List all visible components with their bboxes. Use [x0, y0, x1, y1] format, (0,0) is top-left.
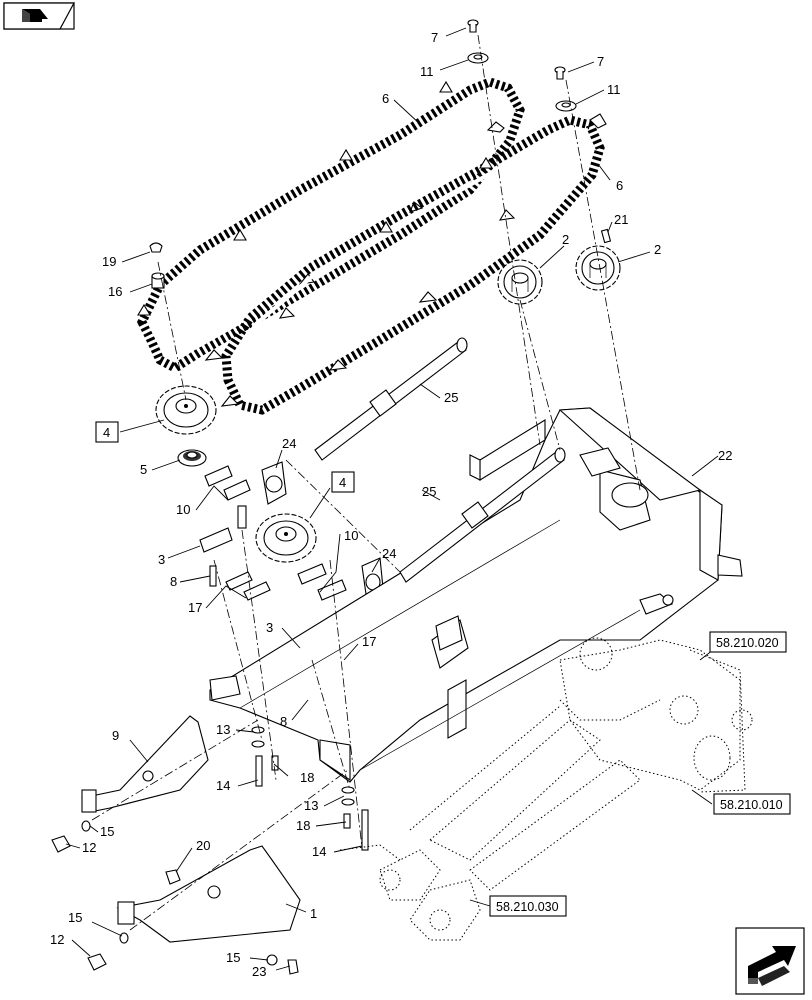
- callout-18: 18: [300, 770, 314, 785]
- callout-22: 22: [718, 448, 732, 463]
- drive-assembly-ghost: [339, 637, 753, 941]
- callout-23: 23: [252, 964, 266, 979]
- callout-8: 8: [170, 574, 177, 589]
- callout-6: 6: [616, 178, 623, 193]
- bracket-24-lower: [435, 615, 463, 651]
- callout-16: 16: [108, 284, 122, 299]
- callout-12: 12: [50, 932, 64, 947]
- callout-12: 12: [82, 840, 96, 855]
- callout-10: 10: [176, 502, 190, 517]
- shaft-25-upper: [314, 337, 468, 461]
- callout-3: 3: [158, 552, 165, 567]
- callout-14: 14: [216, 778, 230, 793]
- callout-11: 11: [607, 82, 621, 97]
- callout-19: 19: [102, 254, 116, 269]
- sprocket-2-left: [497, 259, 543, 305]
- callout-2: 2: [654, 242, 661, 257]
- callout-4: 4: [339, 475, 346, 490]
- washer-11-right: [555, 100, 577, 112]
- sprocket-4-lower: [255, 513, 317, 563]
- flipbook-back-icon: [22, 9, 48, 22]
- callout-13: 13: [304, 798, 318, 813]
- plates-left-group: [199, 465, 271, 601]
- main-frame-22: [209, 407, 743, 783]
- conveyor-chain-left: [136, 77, 525, 374]
- callout-25: 25: [444, 390, 458, 405]
- fasteners-bottom: [51, 726, 369, 975]
- callout-4: 4: [103, 425, 110, 440]
- back-nav-button[interactable]: [3, 2, 76, 30]
- callout-7: 7: [431, 30, 438, 45]
- callout-15: 15: [226, 950, 240, 965]
- callout-11: 11: [420, 64, 434, 79]
- conveyor-chain-right: [220, 113, 607, 415]
- callout-24: 24: [282, 436, 296, 451]
- key-21: [600, 228, 612, 244]
- washer-11-left: [467, 52, 489, 64]
- callout-3: 3: [266, 620, 273, 635]
- callout-20: 20: [196, 838, 210, 853]
- callout-13: 13: [216, 722, 230, 737]
- callout-1: 1: [310, 906, 317, 921]
- callout-24: 24: [382, 546, 396, 561]
- callout-8: 8: [280, 714, 287, 729]
- sprocket-4-upper: [155, 385, 217, 435]
- arrow-navigate-icon: [748, 946, 796, 986]
- callout-15: 15: [68, 910, 82, 925]
- callout-4-box: 4: [331, 471, 355, 493]
- reference-link-58-210-020[interactable]: 58.210.020: [709, 631, 787, 653]
- callout-17: 17: [362, 634, 376, 649]
- bearing-5: [177, 449, 207, 467]
- callout-9: 9: [112, 728, 119, 743]
- bolt-7-right: [554, 66, 566, 80]
- callout-labels: 7 11 7 11 6 6 21 2 2 19 16 25 4 5 24 22 …: [50, 30, 732, 979]
- shaft-25-lower: [399, 447, 566, 583]
- callout-15: 15: [100, 824, 114, 839]
- callout-10: 10: [344, 528, 358, 543]
- callout-25: 25: [422, 484, 436, 499]
- bushing-16: [151, 272, 165, 289]
- bolt-7-left: [467, 19, 479, 33]
- forward-nav-button[interactable]: [735, 927, 805, 995]
- callout-leaders: [65, 27, 727, 971]
- shoe-9: [81, 715, 209, 813]
- callout-17: 17: [188, 600, 202, 615]
- ring-19: [149, 242, 163, 253]
- callout-21: 21: [614, 212, 628, 227]
- callout-18: 18: [296, 818, 310, 833]
- bracket-24-upper: [261, 461, 287, 505]
- assembly-centerlines: [91, 34, 641, 931]
- callout-14: 14: [312, 844, 326, 859]
- shoe-1: [116, 845, 301, 943]
- callout-5: 5: [140, 462, 147, 477]
- reference-link-58-210-010[interactable]: 58.210.010: [713, 793, 791, 815]
- reference-label: 58.210.020: [716, 636, 779, 650]
- reference-label: 58.210.010: [720, 798, 783, 812]
- callout-6: 6: [382, 91, 389, 106]
- reference-link-58-210-030[interactable]: 58.210.030: [489, 895, 567, 917]
- reference-label: 58.210.030: [496, 900, 559, 914]
- callout-4-box: 4: [95, 421, 119, 443]
- callout-2: 2: [562, 232, 569, 247]
- callout-7: 7: [597, 54, 604, 69]
- sprocket-2-right: [575, 245, 621, 291]
